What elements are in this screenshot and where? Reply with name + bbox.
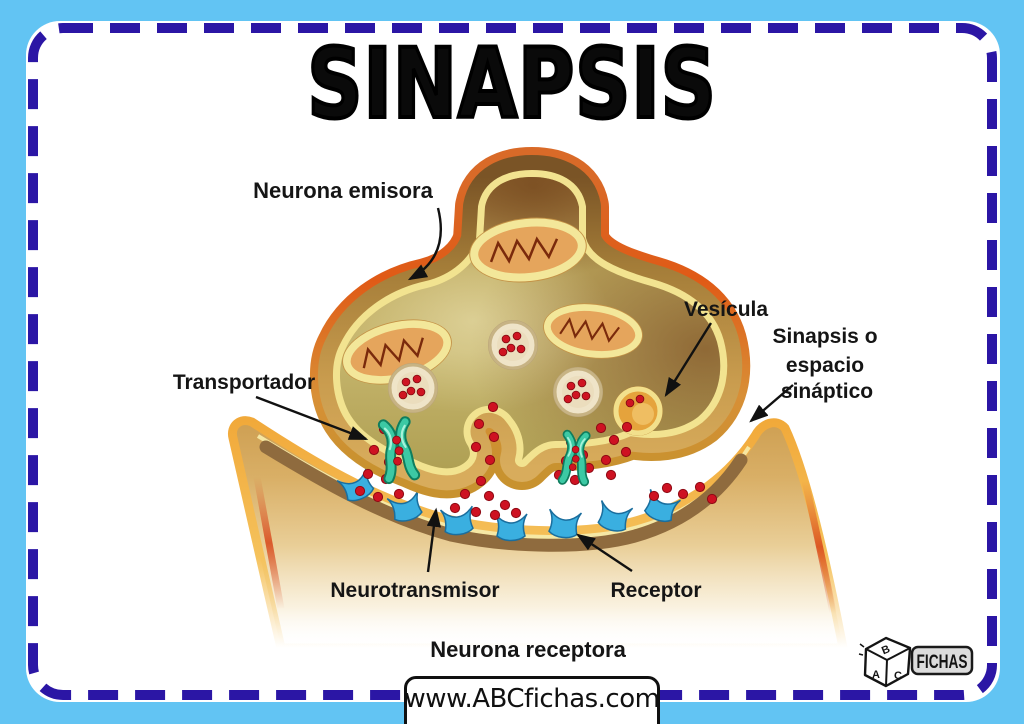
abcfichas-logo: B A C FICHAS xyxy=(858,636,974,688)
arrow-transportador xyxy=(255,395,369,441)
svg-text:sináptico: sináptico xyxy=(781,380,873,403)
arrow-neurotransmisor xyxy=(426,507,441,573)
label-sinapsis-espacio: Sinapsis o espacio sináptico xyxy=(772,325,877,403)
watermark-url: www.ABCfichas.com xyxy=(404,684,660,714)
arrow-neurona-emisora xyxy=(407,207,442,281)
svg-text:espacio: espacio xyxy=(786,354,864,377)
page-title: SINAPSIS xyxy=(306,28,718,140)
label-vesicula: Vesícula xyxy=(684,298,768,321)
label-receptor: Receptor xyxy=(610,579,701,602)
svg-text:A: A xyxy=(872,669,880,681)
svg-text:C: C xyxy=(894,670,902,682)
arrow-receptor xyxy=(576,533,633,572)
label-neurona-receptora: Neurona receptora xyxy=(430,637,626,662)
label-neurona-emisora: Neurona emisora xyxy=(253,178,433,203)
synapse-diagram: Neurona emisora Transportador Vesícula S… xyxy=(173,147,878,662)
presynaptic-terminal xyxy=(310,147,751,499)
watermark-box: www.ABCfichas.com xyxy=(404,676,660,724)
arrow-sinapsis xyxy=(749,384,794,423)
label-transportador: Transportador xyxy=(173,371,315,394)
fusing-vesicle xyxy=(613,386,663,436)
label-neurotransmisor: Neurotransmisor xyxy=(330,579,499,602)
arrow-vesicula xyxy=(664,322,713,398)
annotation-arrows xyxy=(255,207,794,573)
svg-text:Sinapsis o: Sinapsis o xyxy=(772,325,877,348)
logo-wordmark: FICHAS xyxy=(917,651,968,673)
